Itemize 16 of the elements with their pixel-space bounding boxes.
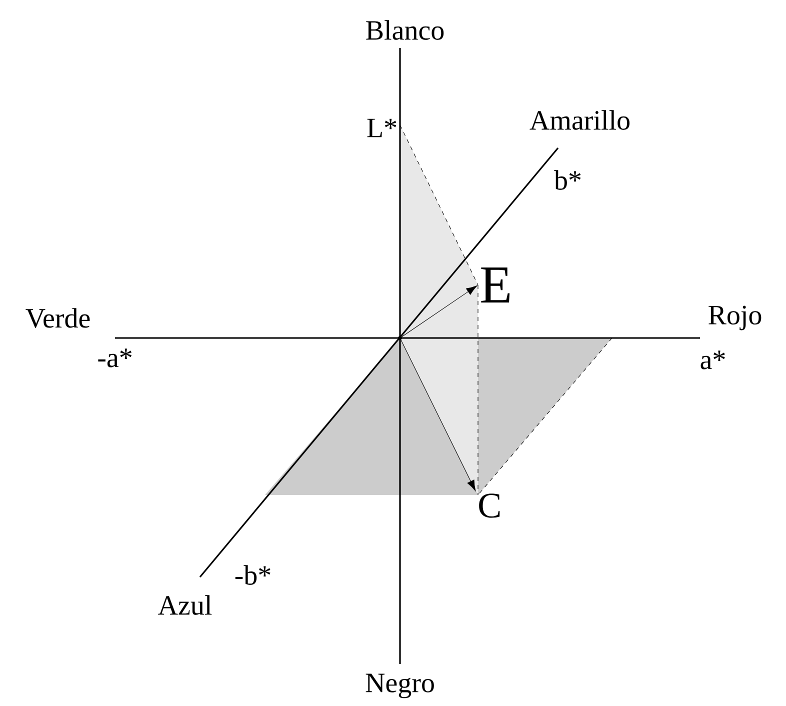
axis-label: b* xyxy=(554,170,581,190)
axis-label: Rojo xyxy=(708,306,762,330)
axis-label: a* xyxy=(700,350,725,370)
point-label: C xyxy=(479,494,500,518)
vector-arrow xyxy=(402,285,478,337)
axis-label: -b* xyxy=(235,565,270,585)
origin-point xyxy=(398,336,402,340)
axis-label: -a* xyxy=(98,348,132,368)
axis-label: Verde xyxy=(26,308,90,328)
vector-arrow xyxy=(400,340,476,492)
axis-label: Blanco xyxy=(366,20,444,40)
axis-label: Azul xyxy=(158,595,212,615)
axis-label: Amarillo xyxy=(530,110,630,130)
axis-label: L* xyxy=(367,118,396,138)
axis-label: Negro xyxy=(366,674,434,698)
point-label: E xyxy=(481,268,510,302)
